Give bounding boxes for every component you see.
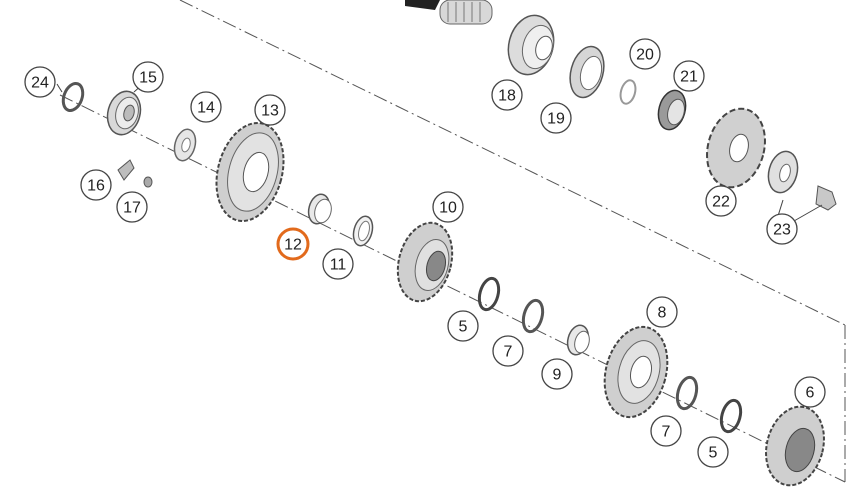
- callout-12[interactable]: 12: [276, 227, 310, 261]
- callout-number-10: 10: [439, 200, 457, 217]
- callout-circle-5b: [697, 436, 729, 468]
- callout-circle-18: [491, 79, 523, 111]
- callout-17[interactable]: 17: [116, 191, 148, 223]
- shaft-axis-line-upper: [179, 0, 846, 326]
- callout-24[interactable]: 24: [24, 66, 56, 98]
- callout-circle-12: [276, 227, 310, 261]
- callout-number-9: 9: [553, 367, 562, 384]
- callout-number-16: 16: [87, 178, 105, 195]
- callout-15[interactable]: 15: [132, 61, 164, 93]
- callout-number-22: 22: [712, 194, 730, 211]
- callout-circle-16: [80, 169, 112, 201]
- part-14-washer: [173, 128, 197, 162]
- callout-6[interactable]: 6: [794, 376, 826, 408]
- callout-circle-6: [794, 376, 826, 408]
- part-15-bearing: [106, 83, 144, 136]
- callout-circle-23: [766, 213, 798, 245]
- part-10-gear: [396, 221, 454, 303]
- callout-number-5b: 5: [709, 445, 718, 462]
- callout-7a[interactable]: 7: [492, 335, 524, 367]
- callout-number-5a: 5: [459, 319, 468, 336]
- callout-7b[interactable]: 7: [650, 415, 682, 447]
- callout-5a[interactable]: 5: [447, 310, 479, 342]
- callout-number-7a: 7: [504, 344, 513, 361]
- callout-number-11: 11: [330, 257, 347, 274]
- callout-circle-19: [540, 102, 572, 134]
- callout-number-21: 21: [680, 69, 698, 86]
- callout-number-17: 17: [123, 200, 141, 217]
- callout-number-7b: 7: [662, 424, 671, 441]
- part-23-washer-and-bolt: [767, 150, 837, 222]
- callout-circle-9: [541, 358, 573, 390]
- callout-labels: 24 15 14 13 16 17 12 11 10 18 19 20 21 22 23 5 7 9 8 7 5 6: [24, 38, 826, 468]
- callout-14[interactable]: 14: [190, 91, 222, 123]
- callout-11[interactable]: 11: [322, 248, 354, 280]
- callout-circle-7a: [492, 335, 524, 367]
- callout-19[interactable]: 19: [540, 102, 572, 134]
- shaft-tip: [405, 0, 440, 10]
- callout-circle-20: [629, 38, 661, 70]
- part-16-lever: [117, 159, 135, 181]
- callout-number-14: 14: [197, 100, 215, 117]
- callout-21[interactable]: 21: [673, 60, 705, 92]
- callout-circle-17: [116, 191, 148, 223]
- callout-18[interactable]: 18: [491, 79, 523, 111]
- part-20-o-ring: [619, 79, 637, 105]
- part-11-washer: [352, 215, 374, 247]
- callout-circle-10: [432, 191, 464, 223]
- callout-circle-13: [254, 94, 286, 126]
- callout-8[interactable]: 8: [646, 296, 678, 328]
- callout-circle-21: [673, 60, 705, 92]
- part-5-washer-upper: [477, 276, 501, 312]
- callout-number-12: 12: [284, 237, 302, 254]
- part-22-sprocket: [706, 107, 766, 189]
- callout-number-18: 18: [498, 88, 516, 105]
- shaft-spline: [439, 0, 493, 25]
- part-24-circlip: [56, 81, 85, 113]
- part-18-bearing: [507, 14, 555, 76]
- callout-circle-7b: [650, 415, 682, 447]
- callout-5b[interactable]: 5: [697, 436, 729, 468]
- callout-circle-24: [24, 66, 56, 98]
- callout-23[interactable]: 23: [766, 213, 798, 245]
- center-lines: [59, 0, 846, 483]
- part-13-gear: [215, 121, 285, 223]
- callout-number-24: 24: [31, 75, 49, 92]
- callout-16[interactable]: 16: [80, 169, 112, 201]
- callout-number-8: 8: [658, 305, 667, 322]
- callout-20[interactable]: 20: [629, 38, 661, 70]
- part-21-spacer: [657, 89, 687, 131]
- callout-number-19: 19: [547, 111, 565, 128]
- callout-number-13: 13: [261, 103, 279, 120]
- countershaft-end: [405, 0, 493, 25]
- callout-circle-5a: [447, 310, 479, 342]
- callout-22[interactable]: 22: [705, 185, 737, 217]
- callout-number-23: 23: [773, 222, 791, 239]
- callout-number-15: 15: [139, 70, 157, 87]
- part-7-washer-lower: [675, 375, 699, 411]
- callout-circle-15: [132, 61, 164, 93]
- part-8-gear: [603, 325, 669, 419]
- callout-circle-22: [705, 185, 737, 217]
- callout-circle-11: [322, 248, 354, 280]
- callout-13[interactable]: 13: [254, 94, 286, 126]
- callout-circle-14: [190, 91, 222, 123]
- shaft-axis-line-lower: [59, 94, 846, 483]
- part-19-seal: [569, 45, 605, 99]
- part-12-needle-bearing: [307, 193, 332, 225]
- part-5-washer-lower: [719, 398, 743, 434]
- part-6-gear: [765, 405, 825, 487]
- part-17-screw: [143, 176, 153, 188]
- part-9-needle-bearing: [566, 324, 590, 356]
- callout-number-6: 6: [806, 385, 815, 402]
- callout-9[interactable]: 9: [541, 358, 573, 390]
- part-7-washer-upper: [521, 298, 545, 334]
- callout-10[interactable]: 10: [432, 191, 464, 223]
- callout-number-20: 20: [636, 47, 654, 64]
- callout-circle-8: [646, 296, 678, 328]
